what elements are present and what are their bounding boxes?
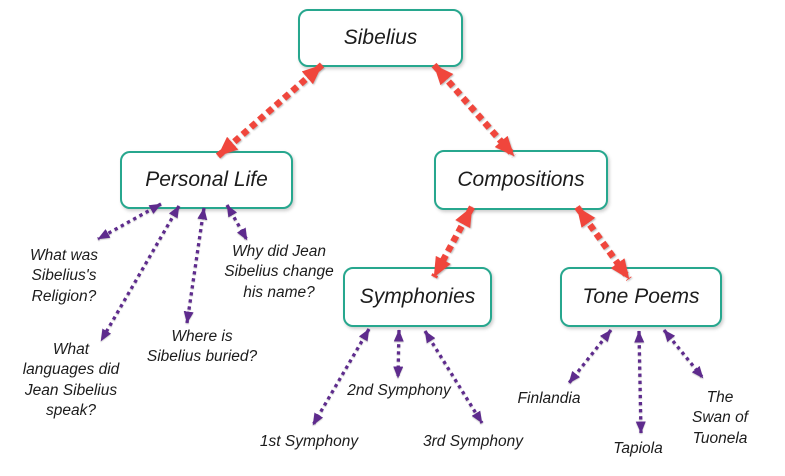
leaf-name-change-question[interactable]: Why did Jean Sibelius change his name?	[224, 243, 334, 301]
leaf-1st-symphony[interactable]: 1st Symphony	[259, 433, 359, 450]
node-sibelius-label: Sibelius	[343, 26, 418, 49]
node-compositions-label: Compositions	[457, 168, 585, 191]
edge-symphonies-3rd	[423, 330, 484, 424]
edge-sibelius-compositions	[431, 62, 517, 159]
leaf-2nd-symphony[interactable]: 2nd Symphony	[347, 382, 451, 399]
leaf-swan-of-tuonela[interactable]: The Swan of Tuonela	[691, 389, 748, 447]
edge-symphonies-2nd	[393, 329, 404, 379]
node-personal-life-label: Personal Life	[145, 168, 268, 191]
leaf-languages-question[interactable]: What languages did Jean Sibelius speak?	[22, 341, 120, 420]
leaf-3rd-symphony[interactable]: 3rd Symphony	[423, 433, 523, 450]
node-tone-poems[interactable]: Tone Poems	[560, 267, 722, 327]
leaf-finlandia[interactable]: Finlandia	[517, 390, 581, 407]
node-personal-life[interactable]: Personal Life	[120, 151, 293, 209]
leaf-religion-question[interactable]: What was Sibelius's Religion?	[29, 247, 99, 305]
edge-personal-life-religion	[97, 202, 162, 241]
node-symphonies-label: Symphonies	[359, 285, 476, 308]
node-compositions[interactable]: Compositions	[434, 150, 608, 210]
edge-personal-life-buried	[183, 207, 208, 324]
leaf-tapiola[interactable]: Tapiola	[613, 440, 663, 457]
leaf-burial-question[interactable]: Where is Sibelius buried?	[146, 328, 258, 366]
node-symphonies[interactable]: Symphonies	[343, 267, 492, 327]
node-sibelius[interactable]: Sibelius	[298, 9, 463, 67]
node-tone-poems-label: Tone Poems	[582, 285, 700, 308]
edge-tone-poems-finlandia	[567, 328, 613, 385]
edge-personal-life-name-change	[225, 204, 249, 241]
edge-tone-poems-tapiola	[634, 330, 646, 434]
edge-sibelius-personal-life	[215, 62, 325, 159]
edge-tone-poems-swan	[662, 328, 705, 380]
edge-symphonies-1st	[311, 328, 371, 426]
edge-personal-life-languages	[99, 205, 181, 342]
